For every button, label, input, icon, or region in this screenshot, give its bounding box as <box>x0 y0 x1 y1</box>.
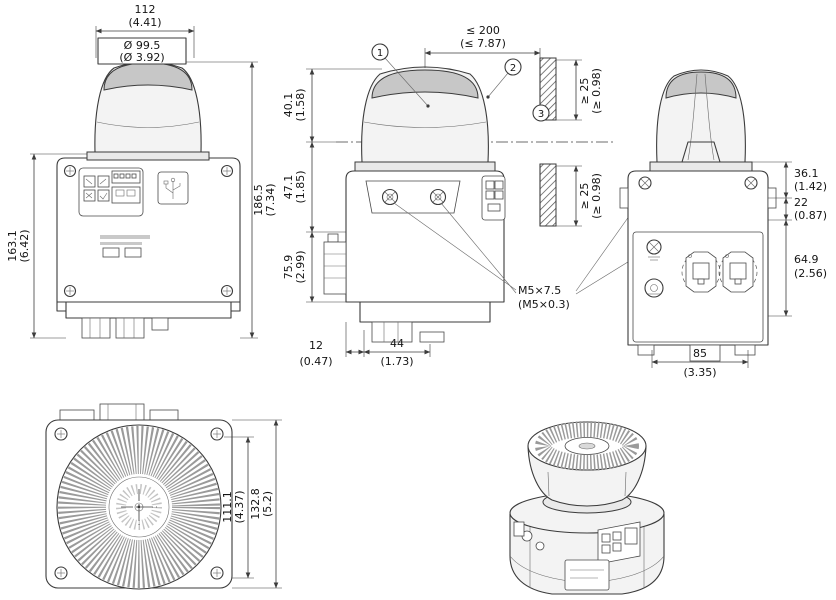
dim-wall-distance-mm: ≤ 200 <box>466 24 500 37</box>
front-display <box>111 186 141 204</box>
rear-scan-dome <box>656 69 746 163</box>
front-view: 112 (4.41) Ø 99.5 (Ø 3.92) 163.1 (6.42) … <box>6 3 277 339</box>
side-bottom-connector <box>371 321 413 343</box>
dim-plane-to-mid-mm: 47.1 <box>282 175 295 200</box>
side-view: 1 2 3 ≤ 200 (≤ 7.87) ≥ 25 (≥ 0.98) <box>282 24 749 368</box>
dim-bottom-inner-in: (4.37) <box>233 490 246 523</box>
side-mounting-bracket <box>323 233 347 295</box>
dim-offset-left-mm: 12 <box>309 339 323 352</box>
rear-connection-panel <box>632 231 764 343</box>
dim-rear-mid-in: (0.87) <box>794 209 827 222</box>
m5-screw-rear <box>429 188 447 206</box>
front-usb-port <box>157 171 189 205</box>
rear-screw-right <box>744 176 758 190</box>
mounting-wall <box>539 57 557 227</box>
front-connector-left <box>81 317 111 339</box>
dim-front-height-body: 163.1 (6.42) <box>6 153 87 339</box>
dim-clearance-bottom-mm: ≥ 25 <box>578 183 591 210</box>
usb-icon <box>163 177 181 199</box>
label-m5-line2: (M5×0.3) <box>518 298 570 311</box>
rear-screw-left <box>638 176 652 190</box>
side-mount-plate <box>365 180 461 214</box>
side-scan-dome <box>361 66 489 163</box>
dim-bottom-outer-height: 132.8 (5.2) <box>232 419 282 589</box>
dim-mid-to-bottom-in: (2.99) <box>294 250 307 283</box>
dim-mid-to-bottom-mm: 75.9 <box>282 255 295 280</box>
dim-screw-spacing-mm: 44 <box>390 337 404 350</box>
dim-rear-bottom-mm: 64.9 <box>794 253 819 266</box>
dim-screw-spacing-in: (1.73) <box>380 355 413 368</box>
m5-screw-front <box>381 188 399 206</box>
dim-rear-right-stack: 36.1 (1.42) 22 (0.87) 64.9 (2.56) <box>752 161 827 317</box>
callout-1-number: 1 <box>377 48 383 59</box>
rear-dome-collar <box>649 161 753 172</box>
ground-terminal <box>644 278 664 298</box>
dim-dome-dia-in: (Ø 3.92) <box>119 51 164 64</box>
dim-front-width-top: 112 (4.41) <box>95 3 195 58</box>
iso-control-panel <box>597 521 641 565</box>
dim-wall-distance: ≤ 200 (≤ 7.87) <box>424 24 541 68</box>
dim-rear-mid-mm: 22 <box>794 196 808 209</box>
functional-earth-screw <box>646 239 662 261</box>
side-dome-collar <box>354 161 496 172</box>
callout-2: 2 <box>486 58 522 99</box>
dim-clearance-top: ≥ 25 (≥ 0.98) <box>556 59 603 121</box>
ethernet-port-1 <box>681 251 721 293</box>
front-tab <box>151 317 169 331</box>
dim-height-total-mm: 186.5 <box>252 184 265 216</box>
dim-bottom-inner-height: 111.1 (4.37) <box>221 436 254 579</box>
dim-bottom-outer-in: (5.2) <box>261 491 274 517</box>
isometric-view <box>509 421 665 595</box>
front-dome-collar <box>86 151 210 161</box>
dim-offset-left-in: (0.47) <box>299 355 332 368</box>
dim-height-body-mm: 163.1 <box>6 230 19 262</box>
bottom-corner-screws <box>54 427 224 580</box>
front-type-label <box>100 235 150 258</box>
dim-height-total-in: (7.34) <box>264 183 277 216</box>
dim-bottom-outer-mm: 132.8 <box>249 488 262 520</box>
dim-rear-top-in: (1.42) <box>794 180 827 193</box>
dim-bottom-inner-mm: 111.1 <box>221 491 234 523</box>
callout-3: 3 <box>532 104 550 122</box>
rear-view: 36.1 (1.42) 22 (0.87) 64.9 (2.56) 85 (3.… <box>619 69 827 379</box>
iso-side-ports <box>513 521 545 551</box>
bottom-view: 111.1 (4.37) 132.8 (5.2) <box>45 403 282 590</box>
dim-clearance-bottom: ≥ 25 (≥ 0.98) <box>556 165 603 227</box>
dim-dome-dia-mm: Ø 99.5 <box>124 39 161 52</box>
dim-dome-to-plane-mm: 40.1 <box>282 93 295 118</box>
iso-front-module <box>564 559 610 591</box>
dim-wall-distance-in: (≤ 7.87) <box>460 37 506 50</box>
callout-3-number: 3 <box>538 109 544 120</box>
dim-height-body-in: (6.42) <box>18 229 31 262</box>
dim-front-dome-diameter: Ø 99.5 (Ø 3.92) <box>97 37 187 65</box>
dim-front-height-total: 186.5 (7.34) <box>240 61 277 339</box>
front-control-panel <box>78 167 144 217</box>
ethernet-port-2 <box>718 251 758 293</box>
dim-rear-top-mm: 36.1 <box>794 167 819 180</box>
dim-rear-width-mm: 85 <box>693 347 707 360</box>
front-scan-dome <box>94 61 202 153</box>
dim-side-left-stack: 40.1 (1.58) 47.1 (1.85) 75.9 (2.99) <box>282 68 382 303</box>
bottom-scan-window <box>56 424 222 590</box>
callout-2-number: 2 <box>510 63 516 74</box>
dim-rear-width-in: (3.35) <box>683 366 716 379</box>
dim-side-bottom-chain: 12 (0.47) 44 (1.73) <box>299 322 431 368</box>
side-button-strip <box>481 175 506 221</box>
dim-rear-width: 85 (3.35) <box>651 347 749 379</box>
dim-clearance-bottom-in: (≥ 0.98) <box>590 173 603 219</box>
label-m5-line1: M5×7.5 <box>518 284 561 297</box>
callout-1: 1 <box>371 43 430 108</box>
iso-dome <box>527 421 647 514</box>
front-connector-right <box>115 317 145 339</box>
dim-dome-to-plane-in: (1.58) <box>294 88 307 121</box>
dim-clearance-top-in: (≥ 0.98) <box>590 68 603 114</box>
dim-front-width-in: (4.41) <box>128 16 161 29</box>
dim-plane-to-mid-in: (1.85) <box>294 170 307 203</box>
dim-rear-bottom-in: (2.56) <box>794 267 827 280</box>
front-corner-screws <box>63 164 234 298</box>
dim-front-width-mm: 112 <box>135 3 156 16</box>
dim-clearance-top-mm: ≥ 25 <box>578 78 591 105</box>
